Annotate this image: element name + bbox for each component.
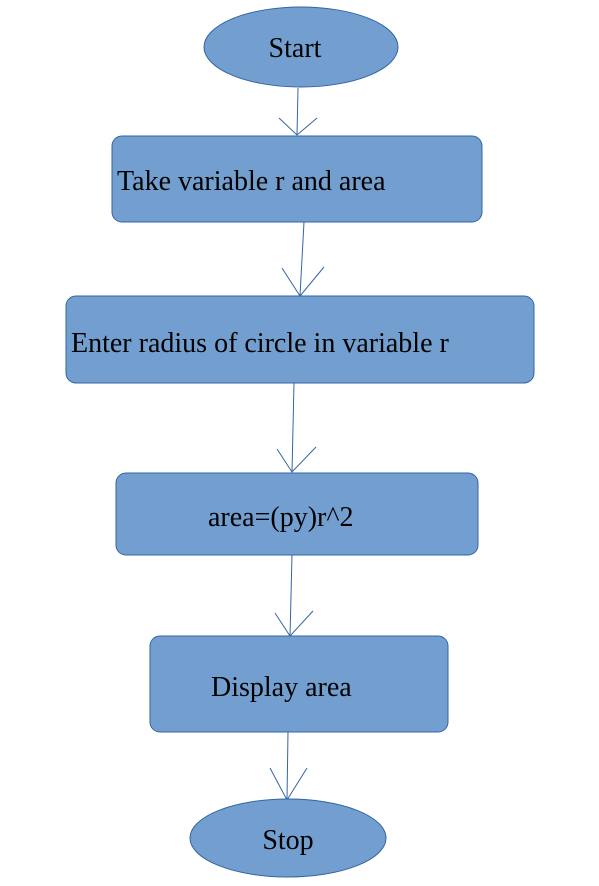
- arrowhead: [269, 767, 308, 801]
- enter-radius-box: [65, 295, 535, 384]
- compute-area-box: [115, 472, 479, 556]
- enter-radius-label: Enter radius of circle in variable r: [71, 328, 449, 359]
- arrowhead: [281, 266, 325, 297]
- stop-label: Stop: [262, 825, 313, 856]
- display-area-node: Display area: [149, 635, 449, 733]
- start-ellipse: [203, 6, 399, 88]
- stop-ellipse: [189, 798, 387, 878]
- compute-area-label: area=(py)r^2: [208, 502, 354, 533]
- connector-compute-to-display: [274, 554, 314, 637]
- take-variable-box: [111, 135, 483, 223]
- display-area-label: Display area: [211, 672, 352, 703]
- arrowhead: [276, 446, 317, 473]
- start-label: Start: [269, 33, 322, 64]
- connector-take-to-enter: [281, 221, 325, 297]
- enter-radius-node: Enter radius of circle in variable r: [65, 295, 535, 384]
- arrowhead: [278, 117, 318, 136]
- take-variable-label: Take variable r and area: [117, 166, 386, 197]
- compute-area-node: area=(py)r^2: [115, 472, 479, 556]
- connector-start-to-take: [278, 87, 318, 136]
- connector-enter-to-compute: [276, 382, 317, 473]
- start-node: Start: [203, 6, 399, 88]
- connector-display-to-stop: [269, 731, 308, 801]
- stop-node: Stop: [189, 798, 387, 878]
- take-variable-node: Take variable r and area: [111, 135, 483, 223]
- display-area-box: [149, 635, 449, 733]
- arrowhead: [274, 610, 314, 637]
